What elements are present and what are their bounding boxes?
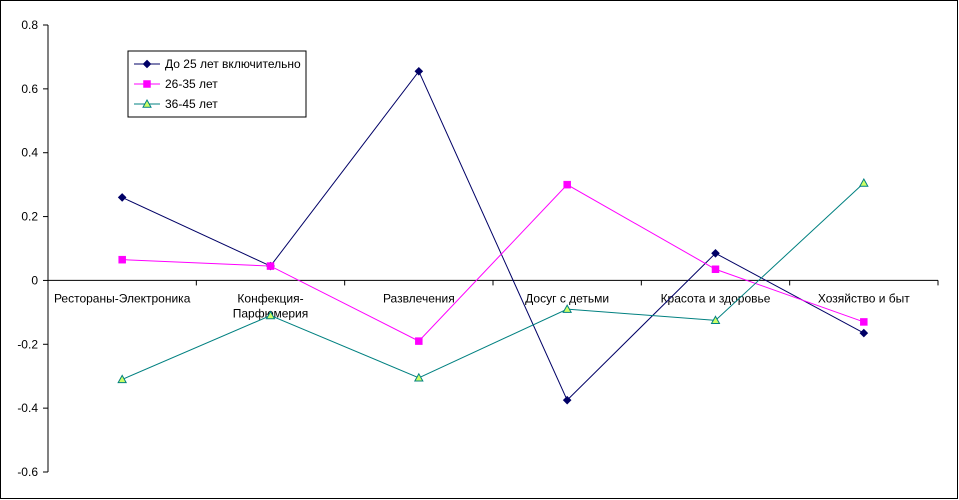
x-tick-label: Рестораны-Электроника — [54, 291, 191, 305]
y-tick-label: -0.4 — [17, 401, 38, 415]
series-line-1 — [121, 70, 865, 402]
y-tick-label: 0 — [31, 273, 38, 287]
legend-marker — [142, 59, 152, 69]
legend-marker — [142, 98, 152, 108]
legend-marker — [143, 80, 151, 88]
legend-label: 36-45 лет — [165, 97, 218, 111]
series-3-point — [117, 374, 128, 384]
series-3-point — [265, 310, 276, 320]
legend-label: 26-35 лет — [165, 77, 218, 91]
series-2-point — [266, 262, 275, 270]
x-tick-label: Хозяйство и быт — [818, 291, 910, 305]
y-tick-label: 0.8 — [21, 18, 38, 32]
y-tick-label: 0.6 — [21, 82, 38, 96]
y-tick-label: 0.4 — [21, 146, 38, 160]
x-tick-label: Развлечения — [383, 291, 455, 305]
series-line-2 — [122, 184, 865, 342]
series-2-point — [711, 265, 720, 274]
series-1-point — [414, 66, 424, 76]
series-3-point — [413, 372, 424, 382]
x-tick-label: Красота и здоровье — [661, 291, 771, 305]
series-line-3 — [121, 182, 865, 380]
series-3-point — [710, 315, 721, 325]
legend-label: До 25 лет включительно — [165, 57, 301, 71]
series-1-point — [859, 328, 869, 338]
series-1-point — [711, 248, 720, 258]
y-tick-label: -0.6 — [17, 465, 38, 479]
series-3-point — [562, 304, 573, 313]
x-tick-label: Конфекция- — [237, 291, 303, 305]
series-1-point — [117, 193, 127, 202]
series-2-point — [118, 255, 126, 264]
series-1-point — [562, 395, 572, 405]
series-2-point — [415, 337, 423, 345]
x-tick-label: Досуг с детьми — [525, 291, 609, 305]
y-tick-label: 0.2 — [21, 210, 38, 224]
y-tick-label: -0.2 — [17, 337, 38, 351]
series-3-point — [858, 178, 869, 187]
series-2-point — [860, 318, 868, 326]
series-2-point — [563, 180, 571, 189]
